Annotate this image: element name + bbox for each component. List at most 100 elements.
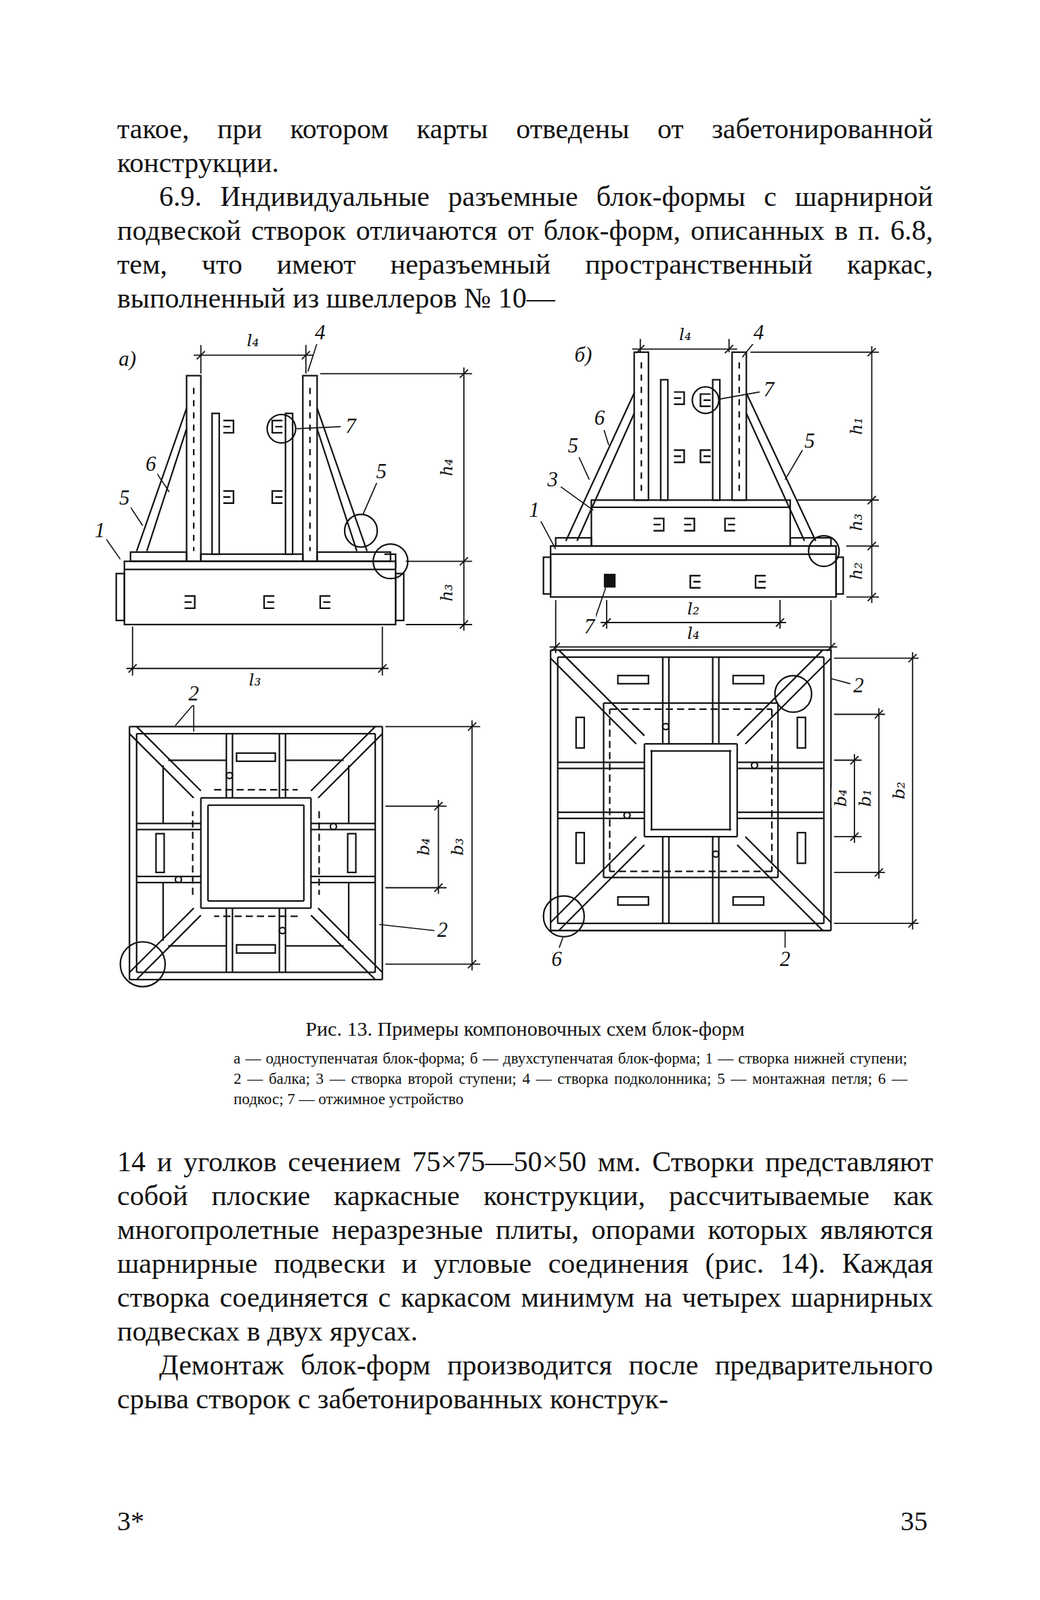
plan-a	[129, 900, 382, 980]
body-paragraph: Демонтаж блок-форм производится после пр…	[117, 1347, 934, 1416]
body-paragraph: 14 и уголков сечением 75×75—50×50 мм. Ст…	[117, 1144, 934, 1348]
dimension-line	[385, 963, 481, 965]
body-paragraph: такое, при котором карты отведены от заб…	[117, 111, 934, 180]
callout-number: 1	[93, 518, 107, 542]
dimension-label: b₂	[889, 780, 909, 801]
dimension-line	[320, 373, 472, 375]
dimension-line	[632, 348, 738, 350]
elevation-b	[591, 506, 791, 508]
dimension-line	[846, 545, 879, 547]
plan-b	[774, 675, 812, 712]
body-paragraph: 6.9. Индивидуальные разъемные блок-формы…	[117, 179, 934, 315]
plan-b	[550, 650, 652, 931]
elevation-b	[550, 545, 837, 597]
elevation-a	[184, 595, 195, 609]
dimension-label: b₁	[856, 787, 876, 808]
callout-number: 2	[778, 946, 793, 970]
dimension-line	[797, 499, 879, 501]
dimension-line	[405, 623, 472, 625]
elevation-a	[116, 573, 125, 621]
callout-number: 2	[186, 681, 201, 705]
dimension-line	[385, 725, 481, 728]
leader-line	[784, 930, 787, 949]
elevation-a	[124, 561, 397, 625]
dimension-line	[193, 354, 313, 357]
dimension-line	[463, 367, 465, 632]
caption-box: Рис. 13. Примеры компоновочных схем блок…	[117, 1015, 934, 1042]
dimension-line	[834, 835, 862, 837]
elevation-a	[285, 413, 294, 554]
plan-a	[120, 726, 383, 987]
callout-number: 7	[762, 377, 776, 401]
callout-number: 4	[313, 320, 328, 344]
leader-line	[362, 481, 378, 514]
dimension-line	[636, 344, 734, 353]
dimension-line	[834, 922, 919, 924]
elevation-b	[543, 557, 552, 594]
dimension-line	[549, 645, 838, 648]
leader-line	[308, 342, 318, 372]
dimension-line	[471, 720, 473, 971]
callout-number: 6	[549, 946, 564, 970]
leader-line	[594, 587, 606, 621]
callout-number: 4	[752, 320, 766, 344]
elevation-b	[691, 386, 719, 414]
leader-line	[296, 426, 341, 429]
elevation-b	[700, 449, 711, 462]
elevation-a	[223, 420, 234, 433]
callout-number: 7	[582, 614, 597, 638]
caption-legend: а — одноступенчатая блок-форма; б — двух…	[233, 1048, 908, 1110]
elevation-a	[302, 375, 317, 562]
elevation-a	[267, 414, 296, 443]
dimension-line	[868, 348, 877, 601]
dimension-line	[830, 599, 832, 653]
dimension-line	[750, 351, 879, 353]
dimension-line	[438, 799, 440, 894]
elevation-b	[725, 517, 736, 531]
leader-line	[106, 341, 851, 949]
elevation-b	[640, 362, 642, 495]
dimension-line	[834, 759, 862, 761]
elevation-a	[320, 595, 331, 609]
dimension-label: l₄	[677, 325, 693, 344]
leader-line	[106, 538, 121, 559]
dimension-label: l₃	[247, 670, 263, 690]
elevation-a	[192, 387, 195, 552]
plan-a	[304, 726, 383, 980]
page-signature: 3*	[117, 1504, 145, 1537]
elevation-b	[689, 575, 701, 588]
page-signature: 35	[900, 1504, 928, 1537]
elevation-a	[124, 568, 397, 571]
elevation-a	[316, 551, 390, 562]
dimension-line	[871, 345, 873, 603]
figure-caption: Рис. 13. Примеры компоновочных схем блок…	[117, 1015, 934, 1042]
elevation-b	[731, 352, 747, 500]
dimension-line	[878, 707, 880, 878]
dimension-line	[434, 801, 443, 892]
dimension-line	[197, 350, 311, 359]
callout-number: 5	[803, 428, 817, 452]
plan-a	[120, 941, 166, 986]
callout-number: 5	[566, 434, 581, 458]
elevation-a	[146, 428, 187, 552]
elevation-b	[755, 575, 766, 588]
dimension-line	[834, 713, 885, 715]
elevation-a	[373, 543, 408, 579]
text-column: 14 и уголков сечением 75×75—50×50 мм. Ст…	[117, 1144, 934, 1416]
callout-number: 2	[436, 918, 450, 942]
dimension-line	[908, 654, 917, 928]
elevation-b	[604, 574, 615, 587]
elevation-b	[683, 517, 695, 531]
leader-line	[719, 392, 760, 400]
elevation-b	[543, 352, 844, 597]
leader-line	[192, 703, 195, 732]
dimension-line	[555, 599, 557, 653]
caption-legend-box: а — одноступенчатая блок-форма; б — двух…	[233, 1048, 908, 1110]
elevation-b	[653, 517, 664, 531]
leader-line	[379, 924, 435, 931]
leader-line	[742, 341, 755, 358]
dimension-line	[834, 657, 919, 659]
elevation-a	[272, 490, 283, 504]
subfigure-label: а)	[117, 347, 138, 371]
